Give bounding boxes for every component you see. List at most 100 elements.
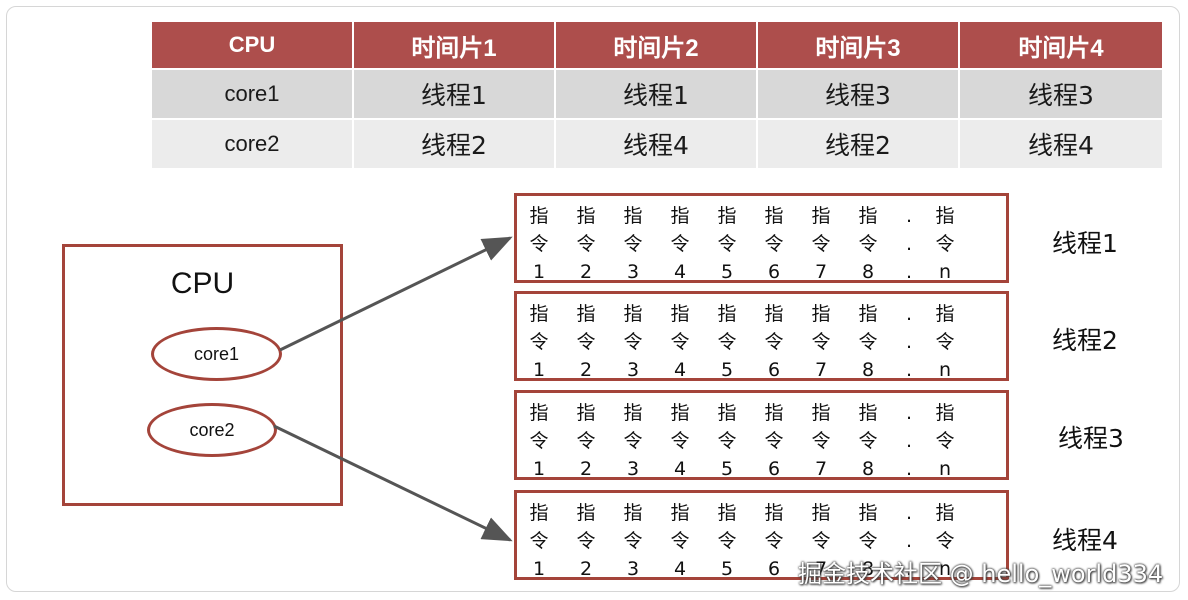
instruction-char: 5 — [720, 458, 734, 480]
instruction-char: 指 — [576, 303, 596, 325]
instruction-char: 令 — [811, 530, 831, 552]
instruction-char: 指 — [623, 402, 643, 424]
instruction-char: 指 — [623, 502, 643, 524]
instruction-char: 指 — [670, 502, 690, 524]
instruction-char: 令 — [764, 430, 784, 452]
instruction-char: 3 — [626, 558, 640, 580]
table-cell: core2 — [150, 118, 354, 170]
instruction-char: 7 — [814, 458, 828, 480]
core2-label: core2 — [189, 419, 235, 440]
thread-1-label: 线程1 — [1052, 229, 1118, 258]
instruction-char: 令 — [576, 430, 596, 452]
thread-3-label: 线程3 — [1058, 424, 1124, 453]
instruction-char: 令 — [717, 430, 737, 452]
instruction-char: 令 — [576, 233, 596, 255]
instruction-char: 指 — [764, 502, 784, 524]
instruction-char: n — [938, 558, 952, 580]
table-cell: 线程3 — [756, 68, 960, 120]
instruction-char: 令 — [670, 233, 690, 255]
instruction-char: 令 — [717, 331, 737, 353]
instruction-char: 指 — [935, 502, 955, 524]
instruction-char: 指 — [670, 402, 690, 424]
instruction-column: ... — [897, 399, 921, 483]
instruction-column: 指令 2 — [574, 300, 598, 384]
thread-2-label: 线程2 — [1052, 326, 1118, 355]
instruction-column: 指令 5 — [715, 399, 739, 483]
instruction-char: . — [905, 359, 913, 381]
instruction-char: 令 — [576, 331, 596, 353]
instruction-char: 指 — [623, 205, 643, 227]
instruction-char: 1 — [532, 261, 546, 283]
instruction-char: 指 — [529, 205, 549, 227]
instruction-char: 指 — [717, 205, 737, 227]
instruction-char: 指 — [717, 402, 737, 424]
table-row: core1 线程1 线程1 线程3 线程3 — [150, 68, 1164, 120]
instruction-char: . — [905, 233, 913, 255]
instruction-char: 令 — [529, 430, 549, 452]
instruction-char: 8 — [861, 261, 875, 283]
instruction-char: 指 — [623, 303, 643, 325]
header-timeslice-2: 时间片2 — [554, 20, 758, 70]
instruction-char: 令 — [717, 233, 737, 255]
instruction-char: 令 — [935, 430, 955, 452]
table-cell: core1 — [150, 68, 354, 120]
arrow-core2-to-thread4 — [273, 424, 513, 542]
core2-node: core2 — [147, 403, 277, 457]
instruction-char: 指 — [529, 502, 549, 524]
instruction-char: n — [938, 458, 952, 480]
instruction-char: . — [905, 331, 913, 353]
arrow-core1-to-thread1 — [279, 236, 513, 352]
instruction-char: 指 — [811, 303, 831, 325]
table-cell: 线程1 — [352, 68, 556, 120]
header-cpu: CPU — [150, 20, 354, 70]
instruction-char: 2 — [579, 558, 593, 580]
instruction-column: ... — [897, 202, 921, 286]
instruction-char: 1 — [532, 558, 546, 580]
instruction-column: 指令 1 — [527, 202, 551, 286]
instruction-char: 令 — [764, 331, 784, 353]
instruction-char: 6 — [767, 558, 781, 580]
instruction-char: 5 — [720, 558, 734, 580]
instruction-char: 2 — [579, 261, 593, 283]
table-cell: 线程1 — [554, 68, 758, 120]
instruction-char: 指 — [717, 502, 737, 524]
instruction-char: 令 — [717, 530, 737, 552]
table-row: core2 线程2 线程4 线程2 线程4 — [150, 118, 1164, 170]
instruction-char: 令 — [529, 233, 549, 255]
instruction-char: 令 — [670, 430, 690, 452]
instruction-column: 指令 5 — [715, 499, 739, 583]
instruction-char: 7 — [814, 359, 828, 381]
instruction-column: ... — [897, 300, 921, 384]
instruction-char: 令 — [858, 331, 878, 353]
instruction-char: 2 — [579, 359, 593, 381]
instruction-char: 指 — [764, 303, 784, 325]
instruction-char: 指 — [670, 303, 690, 325]
instruction-char: 令 — [623, 530, 643, 552]
table-cell: 线程3 — [958, 68, 1164, 120]
instruction-char: 令 — [858, 530, 878, 552]
instruction-char: . — [905, 430, 913, 452]
instruction-char: 5 — [720, 359, 734, 381]
table-cell: 线程2 — [352, 118, 556, 170]
